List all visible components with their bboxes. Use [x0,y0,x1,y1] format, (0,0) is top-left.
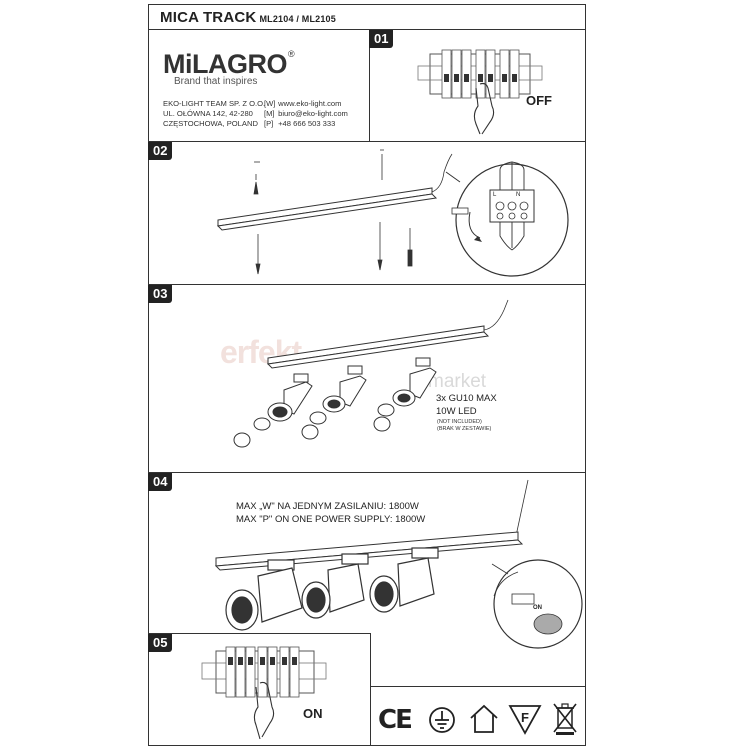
indoor-house-icon [470,704,498,733]
logo-text: MiLAGRO [163,49,288,79]
contact-mail: [M] biuro@eko-light.com [264,109,348,119]
detail-on-label: ON [533,605,542,611]
bulb-note-en: (NOT INCLUDED) [437,419,482,425]
registered-mark: ® [288,49,295,59]
tag: [W] [264,99,276,108]
phone-number: +48 666 503 333 [278,119,336,128]
on-label: ON [303,706,323,721]
installed-track-illustration [214,479,583,649]
title-text: MICA TRACK [160,9,257,26]
divider [148,141,586,142]
terminal-l-label: L [493,192,497,198]
f-mark-letter: F [521,710,529,725]
weee-bin-icon [553,703,577,735]
tag: [P] [264,119,274,128]
brand-tagline: Brand that inspires [174,76,258,87]
divider [148,284,586,285]
step-04-badge: 04 [148,473,173,491]
brand-logo: MiLAGRO® [163,49,295,80]
rail-mounting-illustration [216,149,569,277]
divider [370,633,371,746]
divider [369,29,370,141]
ce-mark-icon: CE [378,705,413,735]
website-link: www.eko-light.com [278,99,342,108]
contact-web: [W] www.eko-light.com [264,99,348,109]
max-power-en: MAX "P" ON ONE POWER SUPPLY: 1800W [236,514,426,525]
watermark-market: market [428,371,487,392]
email-link: biuro@eko-light.com [278,109,348,118]
tag: [M] [264,109,275,118]
address-line: CZĘSTOCHOWA, POLAND [163,119,258,128]
f-mark-icon: F [508,705,542,735]
terminal-n-label: N [516,192,521,198]
spotlight-assembly-illustration [233,299,509,448]
divider [148,633,370,634]
divider [148,29,586,30]
divider [148,472,586,473]
company-address: EKO-LIGHT TEAM SP. Z O.O. UL. OŁÓWNA 142… [163,99,265,129]
earth-ground-icon [429,707,455,733]
max-power-pl: MAX „W" NA JEDNYM ZASILANIU: 1800W [236,501,419,512]
divider [370,686,586,687]
address-line: UL. OŁÓWNA 142, 42-280 [163,109,253,118]
contact-phone: [P] +48 666 503 333 [264,119,348,129]
bulb-count-text: 3x GU10 MAX [436,393,497,404]
step-03-badge: 03 [148,285,173,303]
company-contact: [W] www.eko-light.com [M] biuro@eko-ligh… [264,99,348,129]
address-line: EKO-LIGHT TEAM SP. Z O.O. [163,99,266,108]
off-label: OFF [526,93,552,108]
breaker-panel-off-illustration [417,49,543,135]
step-02-badge: 02 [148,142,173,160]
breaker-panel-on-illustration [201,646,327,740]
bulb-power-text: 10W LED [436,406,477,417]
sheet-frame [148,4,586,746]
model-codes: ML2104 / ML2105 [259,14,336,24]
step-05-badge: 05 [148,634,173,652]
bulb-note-pl: (BRAK W ZESTAWIE) [437,426,492,432]
step-01-badge: 01 [369,30,394,48]
